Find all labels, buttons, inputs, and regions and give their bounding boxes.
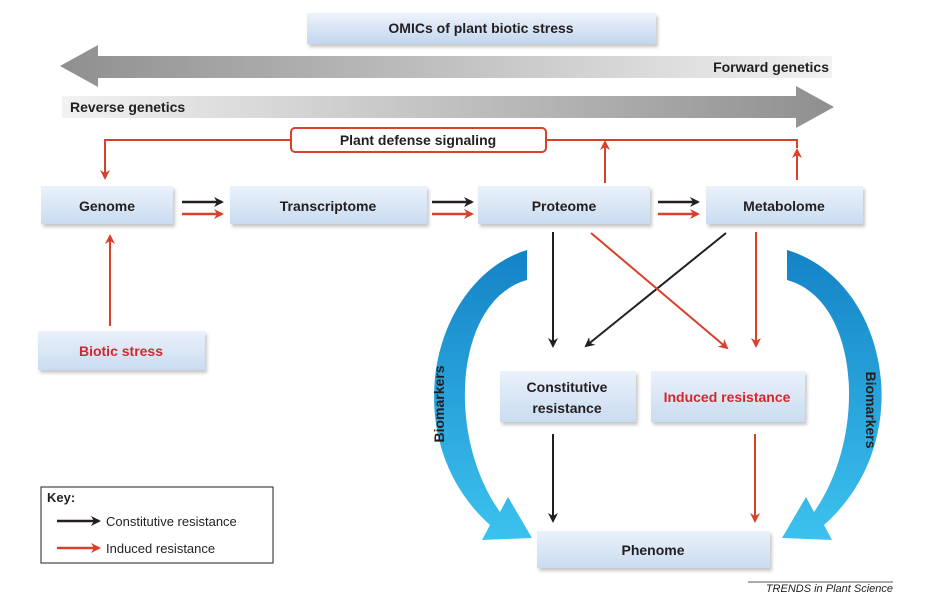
signaling-label: Plant defense signaling [340,132,496,148]
biotic-stress-box: Biotic stress [38,234,205,370]
biomarkers-left-label: Biomarkers [431,365,447,442]
key-constitutive-label: Constitutive resistance [106,514,237,529]
biomarkers-left-arrow: Biomarkers [431,250,532,540]
key-induced-label: Induced resistance [106,541,215,556]
biomarkers-right-arrow: Biomarkers [782,250,882,540]
phenome-label: Phenome [621,542,684,558]
metabolome-box: Metabolome [706,186,863,224]
forward-genetics-label: Forward genetics [713,59,829,75]
biotic-stress-label: Biotic stress [79,343,163,359]
genome-label: Genome [79,198,135,214]
genome-box: Genome [41,186,173,224]
omics-flow-arrows [182,197,700,219]
phenome-arrows [548,434,760,523]
transcriptome-label: Transcriptome [280,198,377,214]
forward-genetics-arrow: Forward genetics [60,45,832,87]
reverse-genetics-arrow: Reverse genetics [62,86,834,128]
transcriptome-box: Transcriptome [230,186,427,224]
metabolome-label: Metabolome [743,198,825,214]
resistance-arrows [548,232,761,350]
biomarkers-right-label: Biomarkers [863,371,879,448]
induced-resistance-box: Induced resistance [651,371,805,422]
plant-defense-signaling: Plant defense signaling [100,127,802,183]
induced-label: Induced resistance [664,389,791,405]
key-title: Key: [47,490,75,505]
diagram-title: OMICs of plant biotic stress [388,20,573,36]
credit: TRENDS in Plant Science [748,581,893,595]
phenome-box: Phenome [537,531,770,568]
constitutive-label-line1: Constitutive [527,379,608,395]
title-box: OMICs of plant biotic stress [307,13,656,44]
key-legend: Key: Constitutive resistance Induced res… [40,486,274,564]
proteome-box: Proteome [478,186,650,224]
proteome-label: Proteome [532,198,597,214]
constitutive-resistance-box: Constitutive resistance [500,371,636,422]
constitutive-label-line2: resistance [532,400,601,416]
credit-label: TRENDS in Plant Science [766,583,893,595]
reverse-genetics-label: Reverse genetics [70,99,185,115]
